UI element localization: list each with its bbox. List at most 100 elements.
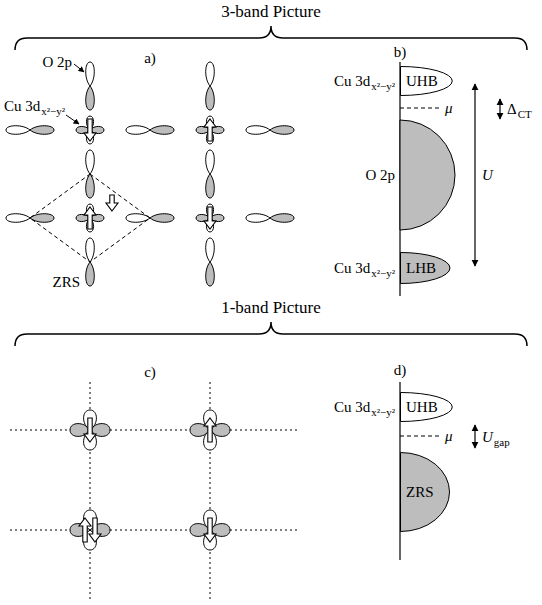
orbital-lobe bbox=[6, 126, 30, 135]
label-group: Cu 3dx²−y² bbox=[334, 259, 395, 277]
band-outline bbox=[401, 67, 453, 96]
o2p-band bbox=[400, 120, 455, 230]
orbital-lobe bbox=[206, 238, 215, 262]
band-label: x²−y² bbox=[371, 406, 395, 418]
label-group: 1-band Picture bbox=[221, 298, 321, 318]
orbital-lobe bbox=[86, 86, 95, 110]
orbital-lobe bbox=[270, 214, 294, 223]
orbital-lobe bbox=[270, 126, 294, 135]
orbital-lobe bbox=[6, 214, 30, 223]
energy-label: Δ bbox=[507, 101, 517, 117]
band-label: x²−y² bbox=[371, 80, 395, 92]
label-group: O 2p bbox=[365, 166, 395, 184]
panel-letter: d) bbox=[394, 362, 407, 378]
band-label: Cu 3d bbox=[334, 73, 370, 89]
label-group: μ bbox=[445, 427, 453, 445]
gap-arrow bbox=[474, 425, 475, 448]
spin-arrow bbox=[204, 518, 216, 542]
label-group: a) bbox=[144, 49, 156, 67]
label-group: Ugap bbox=[482, 428, 510, 446]
spin-arrow bbox=[84, 207, 96, 229]
brace bbox=[15, 26, 527, 50]
band-label: Cu 3d bbox=[334, 399, 370, 415]
orbital-label: ZRS bbox=[52, 274, 80, 290]
section-title: 1-band Picture bbox=[221, 298, 321, 317]
orbital-lobe bbox=[246, 126, 270, 135]
orbital-lattice bbox=[70, 410, 230, 550]
band-label: O 2p bbox=[365, 167, 395, 183]
leader-line bbox=[66, 115, 79, 124]
panel-letter: a) bbox=[144, 50, 156, 66]
orbital-lobe bbox=[206, 86, 215, 110]
label-group: O 2p bbox=[42, 53, 72, 71]
label-group: μ bbox=[445, 99, 453, 117]
energy-label: CT bbox=[518, 108, 532, 120]
orbital-lobe bbox=[86, 150, 95, 174]
orbital-lobe bbox=[206, 62, 215, 86]
zrs-diamond bbox=[30, 174, 150, 262]
band-node: UHB bbox=[400, 66, 453, 96]
band-label: Cu 3d bbox=[334, 260, 370, 276]
orbital-lobe bbox=[150, 214, 174, 223]
orbital-lobe bbox=[86, 62, 95, 86]
band-node: LHB bbox=[400, 252, 451, 284]
energy-label: U bbox=[482, 429, 493, 445]
chemical-potential bbox=[400, 108, 440, 109]
orbital-lobe bbox=[86, 262, 95, 286]
orbital-label: O 2p bbox=[42, 54, 72, 70]
label-group: Cu 3dx²−y² bbox=[334, 398, 395, 416]
orbital-lobe bbox=[246, 214, 270, 223]
panel-letter: b) bbox=[394, 44, 407, 60]
spin-arrow bbox=[79, 518, 91, 542]
label-group: 3-band Picture bbox=[221, 2, 321, 22]
orbital-lobe bbox=[150, 126, 174, 135]
band-outline bbox=[401, 393, 453, 422]
spin-arrow bbox=[204, 418, 216, 442]
energy-label: U bbox=[482, 167, 493, 183]
gap-arrow bbox=[499, 99, 500, 119]
band-outline bbox=[401, 253, 451, 284]
band-name: LHB bbox=[406, 260, 436, 277]
spin-arrow bbox=[106, 195, 118, 211]
panel-letter: c) bbox=[144, 364, 156, 380]
leader-line bbox=[74, 64, 84, 72]
spin-arrow bbox=[204, 119, 216, 141]
orbital-lobe bbox=[30, 126, 54, 135]
band-label: x²−y² bbox=[371, 267, 395, 279]
lattice-grid bbox=[10, 382, 300, 600]
label-group: d) bbox=[394, 361, 407, 379]
energy-label: μ bbox=[445, 100, 453, 116]
orbital-lobe bbox=[86, 238, 95, 262]
band-node: UHB bbox=[400, 392, 453, 422]
spin-arrow bbox=[84, 119, 96, 141]
band-name: UHB bbox=[406, 73, 438, 90]
label-group: b) bbox=[394, 43, 407, 61]
section-title: 3-band Picture bbox=[221, 2, 321, 21]
orbital-lattice bbox=[6, 62, 294, 286]
band-outline bbox=[401, 453, 450, 532]
band-name: ZRS bbox=[406, 484, 434, 501]
energy-label: μ bbox=[445, 428, 453, 444]
band-name: UHB bbox=[406, 399, 438, 416]
band-node: ZRS bbox=[400, 452, 450, 532]
spin-arrow bbox=[89, 518, 101, 542]
spin-arrow bbox=[204, 207, 216, 229]
orbital-lobe bbox=[126, 126, 150, 135]
orbital-label: x²−y² bbox=[41, 105, 65, 117]
brace bbox=[15, 322, 527, 346]
u-arrow bbox=[474, 84, 475, 266]
orbital-lobe bbox=[206, 150, 215, 174]
spin-arrow bbox=[84, 418, 96, 442]
label-group: Cu 3dx²−y² bbox=[4, 97, 65, 115]
label-group: ZRS bbox=[52, 273, 80, 291]
orbital-lobe bbox=[86, 174, 95, 198]
label-group: c) bbox=[144, 363, 156, 381]
label-group: U bbox=[482, 166, 493, 184]
label-group: Cu 3dx²−y² bbox=[334, 72, 395, 90]
orbital-lobe bbox=[206, 262, 215, 286]
orbital-lobe bbox=[206, 174, 215, 198]
energy-label: gap bbox=[494, 436, 510, 448]
orbital-label: Cu 3d bbox=[4, 98, 40, 114]
label-group: ΔCT bbox=[507, 100, 532, 118]
chemical-potential bbox=[400, 436, 440, 437]
